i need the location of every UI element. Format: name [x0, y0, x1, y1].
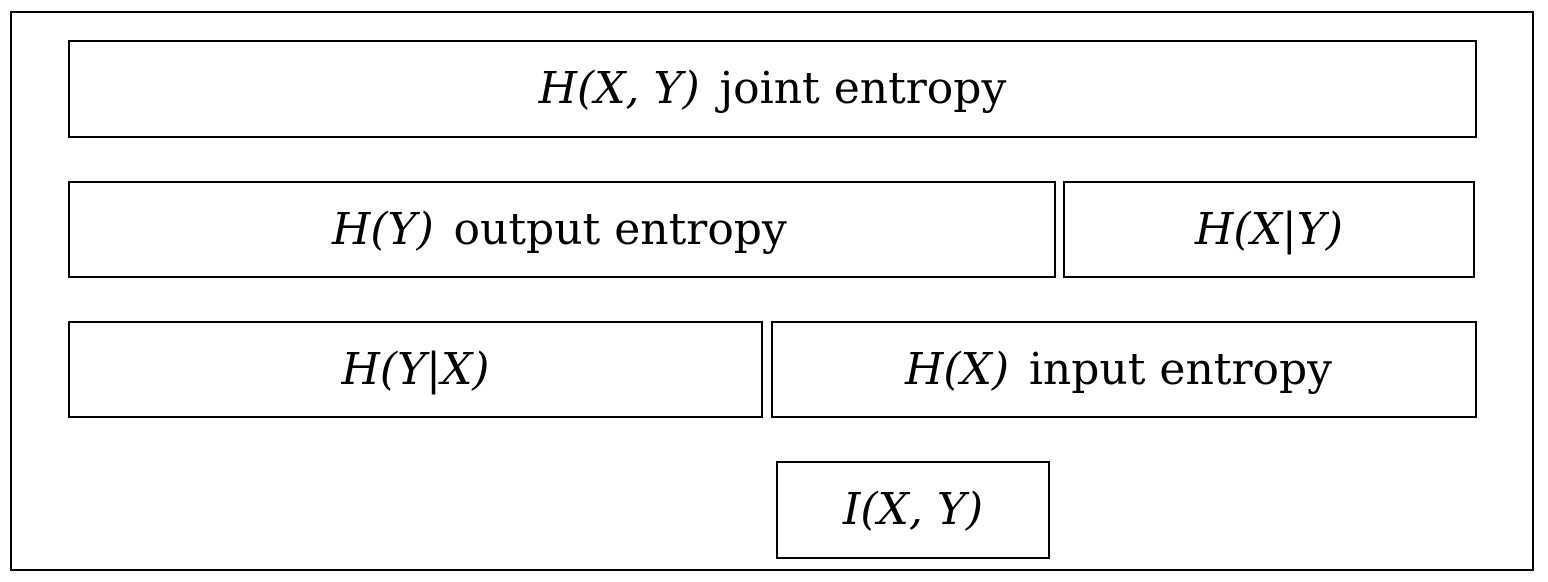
input-entropy-symbol: H(X): [905, 343, 1010, 395]
conditional-entropy-x-given-y-box: H(X|Y): [1063, 181, 1475, 278]
mutual-information-symbol: I(X, Y): [842, 484, 984, 535]
output-entropy-box: H(Y) output entropy: [68, 181, 1056, 278]
diagram-frame: [10, 11, 1534, 571]
output-entropy-label: output entropy: [453, 203, 787, 255]
joint-entropy-symbol: H(X, Y): [538, 63, 700, 114]
joint-entropy-box: H(X, Y) joint entropy: [68, 40, 1477, 138]
input-entropy-box: H(X) input entropy: [771, 321, 1477, 418]
conditional-entropy-y-given-x-symbol: H(Y|X): [341, 343, 490, 395]
input-entropy-label: input entropy: [1028, 343, 1333, 395]
conditional-entropy-x-given-y-symbol: H(X|Y): [1195, 203, 1343, 255]
output-entropy-symbol: H(Y): [332, 203, 434, 255]
joint-entropy-label: joint entropy: [719, 63, 1007, 114]
conditional-entropy-y-given-x-box: H(Y|X): [68, 321, 763, 418]
mutual-information-box: I(X, Y): [776, 461, 1050, 559]
